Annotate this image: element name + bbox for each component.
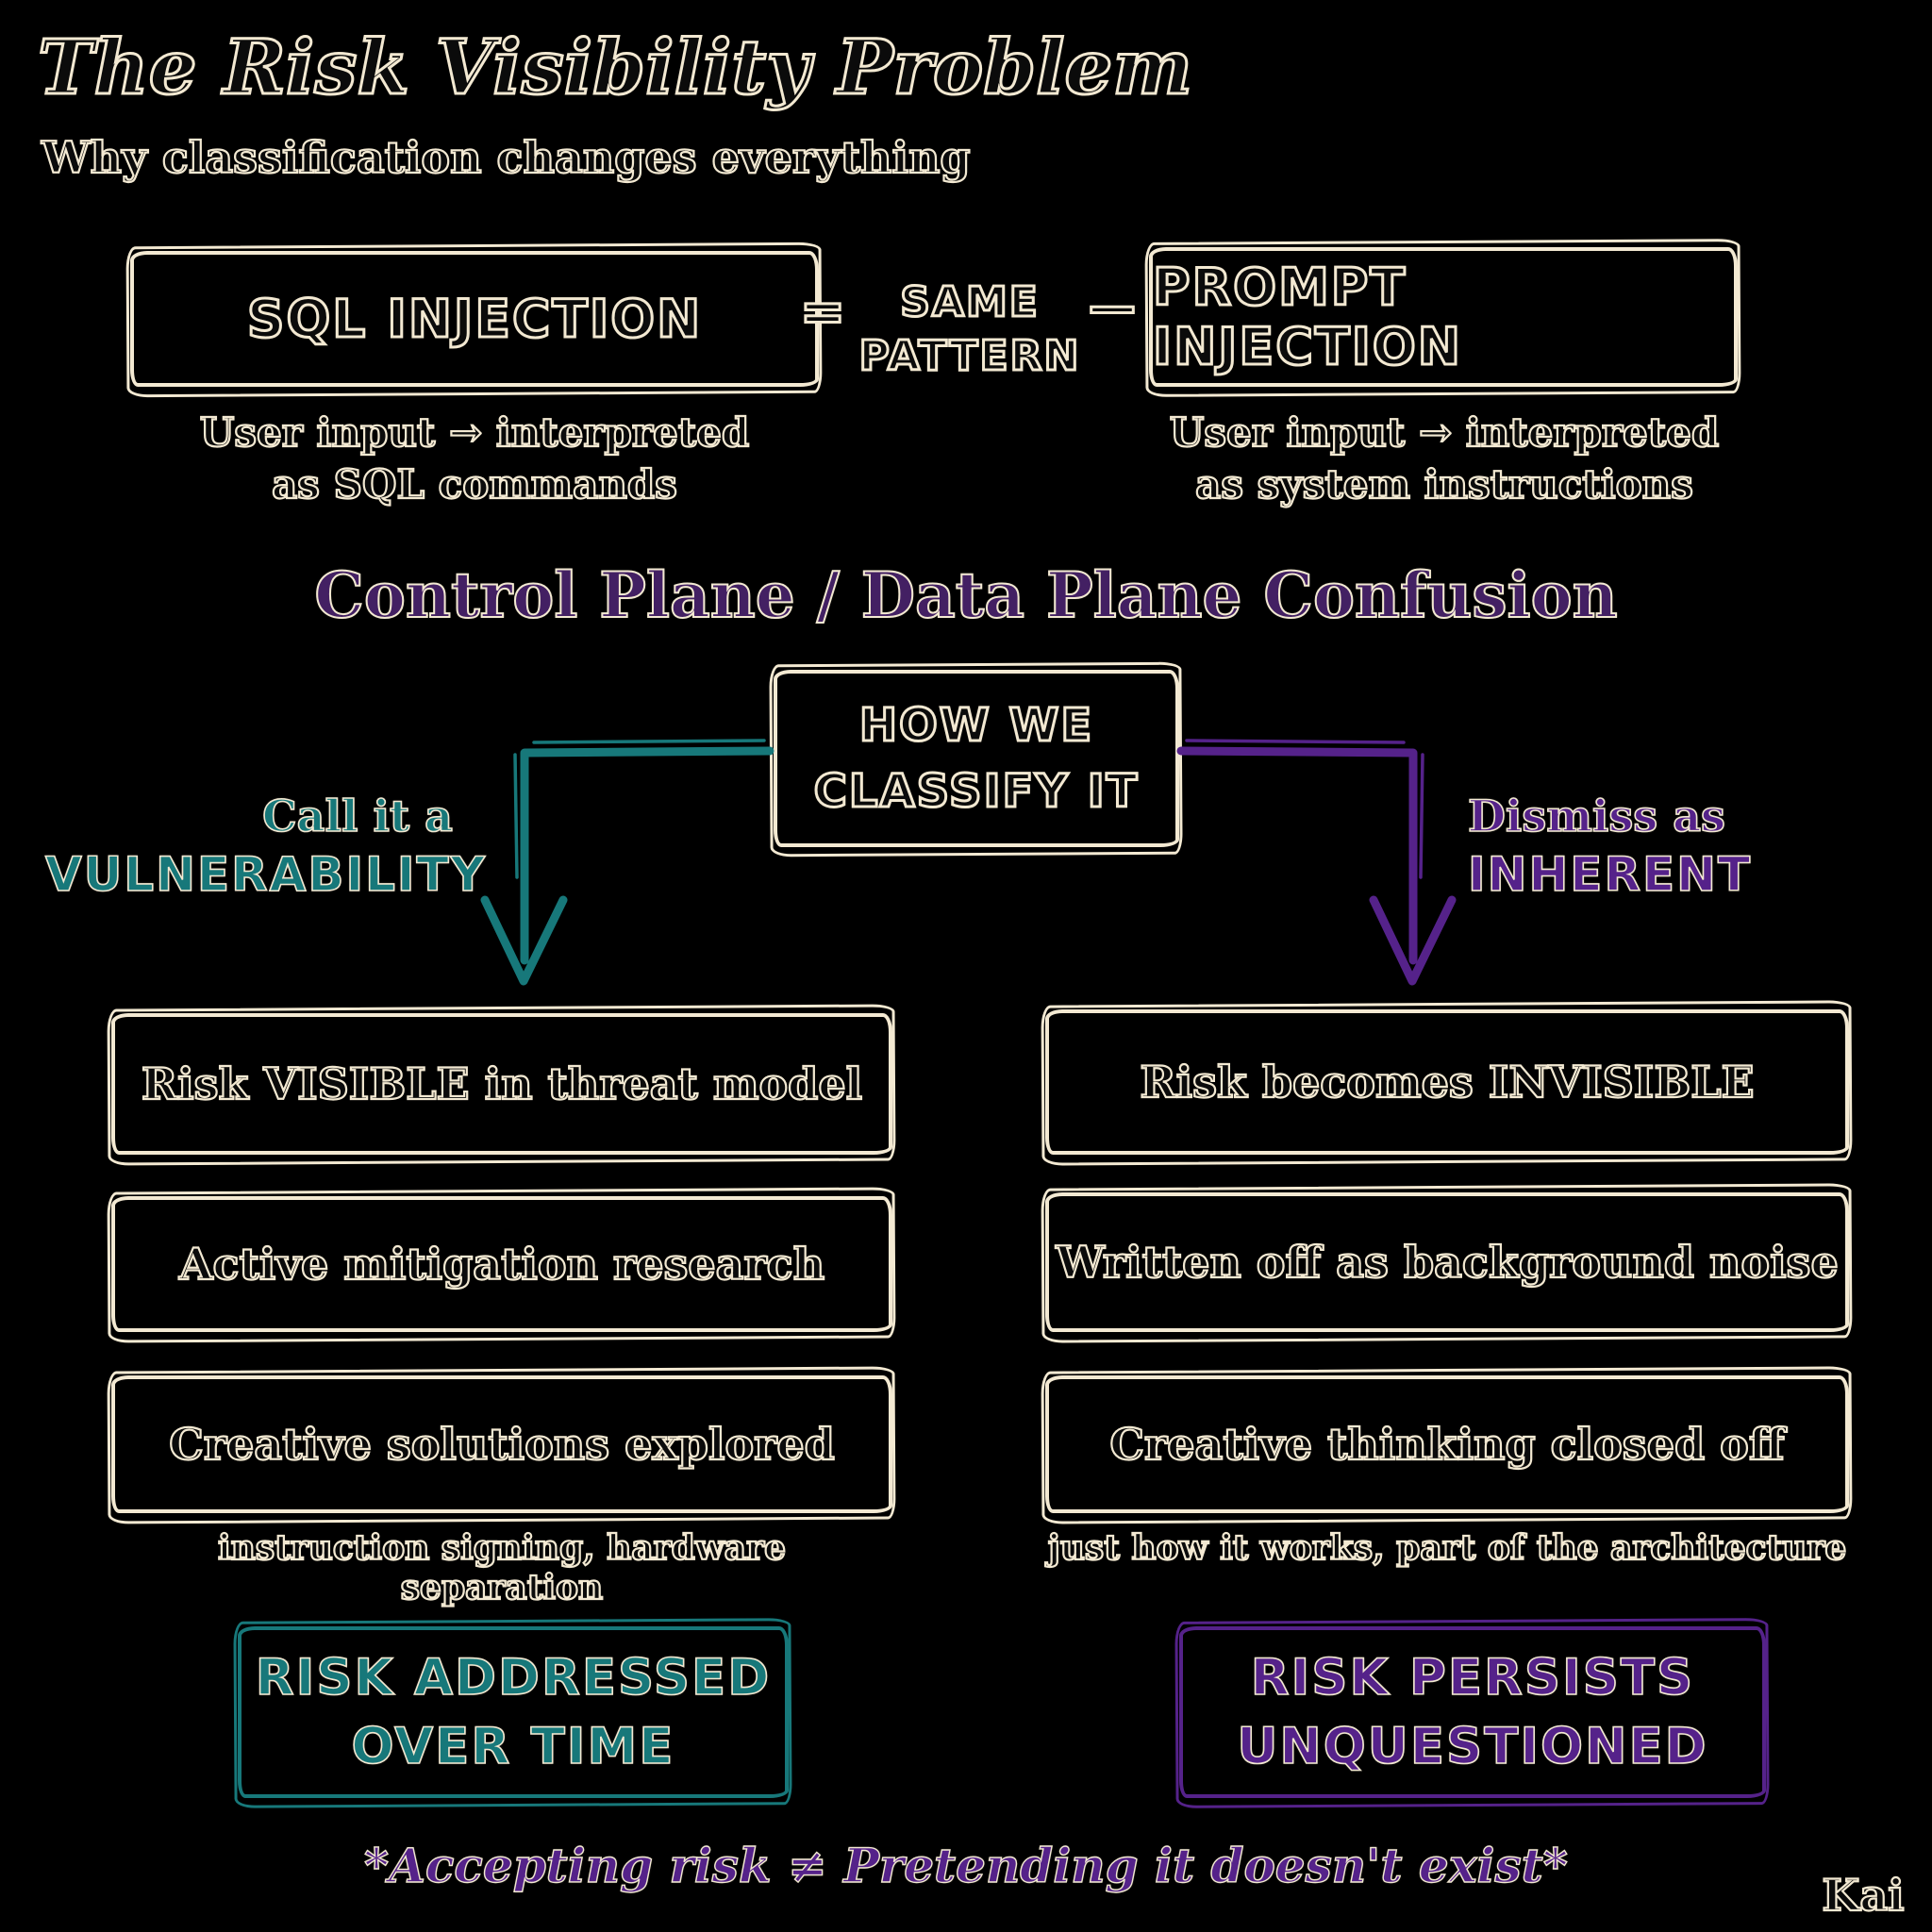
same-pattern-line2: PATTERN bbox=[858, 331, 1081, 382]
left-outcome-3: Creative solutions explored bbox=[168, 1418, 836, 1471]
classify-line1: HOW WE bbox=[858, 698, 1094, 754]
signature: Kai bbox=[1821, 1869, 1905, 1922]
inherent-label-line2: INHERENT bbox=[1467, 846, 1753, 903]
left-outcome-box-1: Risk VISIBLE in threat model bbox=[111, 1013, 892, 1155]
right-outcome-box-2: Written off as background noise bbox=[1045, 1192, 1849, 1332]
vulnerability-label: Call it a VULNERABILITY bbox=[44, 790, 487, 903]
right-outcome-2: Written off as background noise bbox=[1055, 1236, 1840, 1289]
inherent-label: Dismiss as INHERENT bbox=[1467, 790, 1875, 903]
right-column-caption: just how it works, part of the architect… bbox=[1047, 1527, 1848, 1569]
prompt-caption-line1: User input → interpreted bbox=[1169, 408, 1721, 457]
sql-injection-box: SQL INJECTION bbox=[130, 251, 819, 387]
risk-addressed-box: RISK ADDRESSED OVER TIME bbox=[238, 1626, 789, 1798]
right-outcome-box-1: Risk becomes INVISIBLE bbox=[1045, 1009, 1849, 1155]
right-outcome-3: Creative thinking closed off bbox=[1108, 1418, 1785, 1471]
section-heading: Control Plane / Data Plane Confusion bbox=[313, 558, 1618, 633]
inherent-label-line1: Dismiss as bbox=[1467, 790, 1726, 842]
same-pattern-label: SAME PATTERN bbox=[851, 275, 1089, 383]
left-outcome-box-2: Active mitigation research bbox=[111, 1196, 892, 1332]
right-outcome-1: Risk becomes INVISIBLE bbox=[1139, 1056, 1755, 1108]
classify-line2: CLASSIFY IT bbox=[812, 764, 1140, 820]
vulnerability-label-line1: Call it a bbox=[261, 790, 454, 842]
prompt-caption-line2: as system instructions bbox=[1194, 460, 1694, 508]
prompt-injection-label: PROMPT INJECTION bbox=[1152, 257, 1462, 378]
risk-addressed-line2: OVER TIME bbox=[351, 1717, 675, 1776]
risk-persists-line2: UNQUESTIONED bbox=[1237, 1717, 1708, 1776]
risk-persists-line1: RISK PERSISTS bbox=[1250, 1648, 1695, 1707]
same-pattern-line1: SAME bbox=[899, 276, 1040, 327]
left-outcome-2: Active mitigation research bbox=[178, 1238, 825, 1291]
prompt-caption: User input → interpreted as system instr… bbox=[1121, 408, 1768, 510]
left-column-caption: instruction signing, hardware separation bbox=[217, 1527, 787, 1608]
vulnerability-arrow-sketchline bbox=[513, 739, 766, 879]
left-outcome-box-3: Creative solutions explored bbox=[111, 1375, 892, 1513]
page-subtitle: Why classification changes everything bbox=[41, 131, 972, 184]
dash-sign: — bbox=[1088, 278, 1138, 336]
right-outcome-box-3: Creative thinking closed off bbox=[1045, 1375, 1849, 1513]
footer-quote: *Accepting risk ≠ Pretending it doesn't … bbox=[363, 1837, 1568, 1893]
page-title: The Risk Visibility Problem bbox=[37, 22, 1194, 113]
equals-sign: = bbox=[798, 278, 848, 345]
sql-injection-label: SQL INJECTION bbox=[245, 288, 703, 351]
inherent-arrow-sketchline bbox=[1185, 739, 1424, 879]
left-outcome-1: Risk VISIBLE in threat model bbox=[141, 1058, 863, 1110]
inherent-arrow bbox=[1176, 746, 1457, 986]
risk-persists-box: RISK PERSISTS UNQUESTIONED bbox=[1179, 1626, 1766, 1798]
sql-caption-line1: User input → interpreted bbox=[199, 408, 751, 457]
vulnerability-label-line2: VULNERABILITY bbox=[44, 846, 487, 903]
vulnerability-arrow bbox=[480, 746, 774, 986]
classify-box: HOW WE CLASSIFY IT bbox=[774, 670, 1179, 847]
sql-caption: User input → interpreted as SQL commands bbox=[151, 408, 798, 510]
prompt-injection-box: PROMPT INJECTION bbox=[1149, 247, 1738, 387]
sql-caption-line2: as SQL commands bbox=[271, 460, 678, 508]
risk-addressed-line1: RISK ADDRESSED bbox=[255, 1648, 772, 1707]
